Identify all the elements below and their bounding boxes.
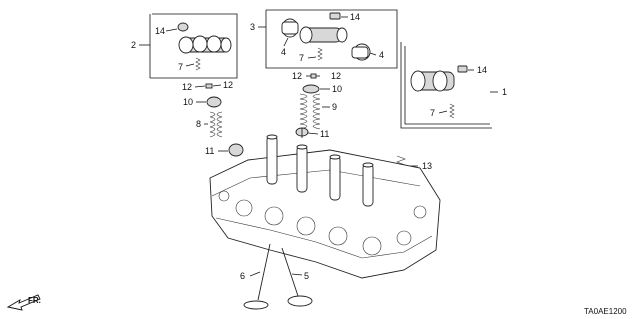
callout-12-left-b: 12 [223,80,233,90]
callout-8: 8 [196,119,201,129]
callout-13: 13 [422,161,432,171]
callout-7-group2: 7 [178,62,183,72]
callout-11-center: 11 [320,129,329,139]
rocker-arm-group-1 [400,42,498,129]
callout-7-group3: 7 [299,53,304,63]
callout-12-left-a: 12 [182,82,192,92]
drawing-code: TA0AE1200 [584,307,627,316]
callout-14-group1: 14 [477,65,487,75]
callout-4-right: 4 [379,50,384,60]
rocker-arm-group-2 [139,13,238,79]
front-direction-arrow: FR. [6,294,41,311]
callout-11-left: 11 [205,146,214,156]
left-valve-stack [194,83,244,157]
callout-14-group2: 14 [155,26,165,36]
callout-1: 1 [502,87,507,97]
callout-14-group3: 14 [350,12,360,22]
center-valve-stack [295,73,330,138]
callout-12-center: 12 [292,71,302,81]
callout-7-group1: 7 [430,108,435,118]
rocker-arm-group-3 [258,9,398,69]
callout-6: 6 [240,271,245,281]
callout-4-left: 4 [281,47,286,57]
cylinder-head [209,134,441,279]
callout-3: 3 [250,22,255,32]
callout-9: 9 [332,102,337,112]
callout-2: 2 [131,40,136,50]
callout-10-center: 10 [332,84,342,94]
callout-10-left: 10 [183,97,193,107]
valve-5 [281,247,313,307]
valve-6 [243,243,271,310]
callout-12-center-b: 12 [331,71,341,81]
callout-5: 5 [304,271,309,281]
front-direction-label: FR. [28,296,41,305]
